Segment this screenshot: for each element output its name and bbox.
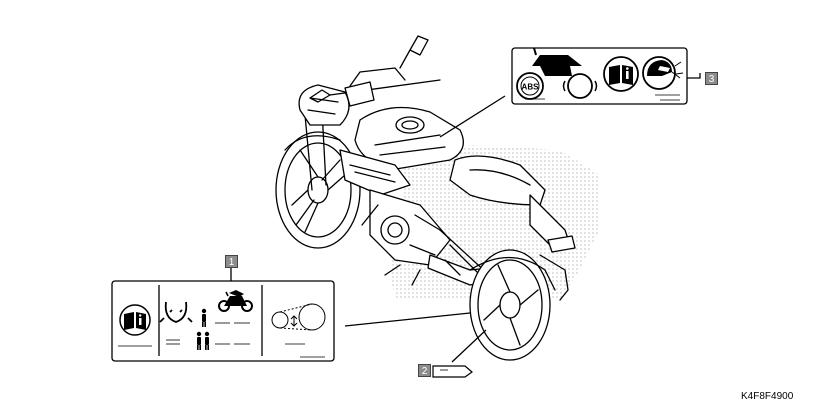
label-3-abs-warning: ABS (511, 47, 688, 105)
helmet-icon (642, 56, 684, 90)
tire-pressure-icon (159, 301, 193, 323)
reference-code: K4F8F4900 (741, 391, 794, 402)
owner-manual-icon (119, 304, 151, 336)
chain-slack-icon (271, 303, 326, 331)
motorcycle-illustration (275, 35, 576, 361)
motorcycle-icon (218, 290, 253, 312)
callout-1: 1 (225, 255, 238, 268)
rider-icon (201, 308, 207, 327)
label-2-tag (432, 365, 473, 378)
rider-passenger-icon (196, 331, 210, 350)
owner-manual-icon (603, 56, 639, 92)
abs-text: ABS (522, 83, 540, 92)
callout-3: 3 (705, 72, 718, 85)
callout-2: 2 (418, 364, 431, 377)
label-1-tire-chain-info (111, 280, 335, 362)
motorcycle-abs-icon: ABS (516, 47, 598, 100)
leader-lines (230, 73, 701, 363)
